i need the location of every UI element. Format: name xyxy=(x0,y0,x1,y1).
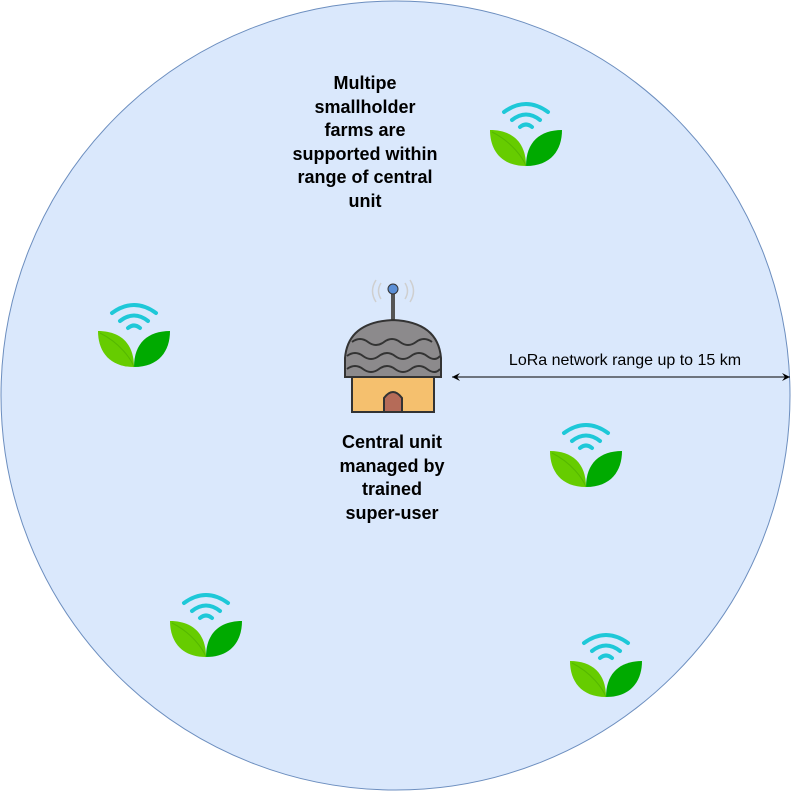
central-unit-label: Central unit managed by trained super-us… xyxy=(339,432,445,523)
farms-note: Multipe smallholder farms are supported … xyxy=(292,73,438,211)
hut-with-antenna-icon xyxy=(344,279,442,413)
range-arrow xyxy=(452,373,790,381)
range-label: LoRa network range up to 15 km xyxy=(508,352,742,369)
